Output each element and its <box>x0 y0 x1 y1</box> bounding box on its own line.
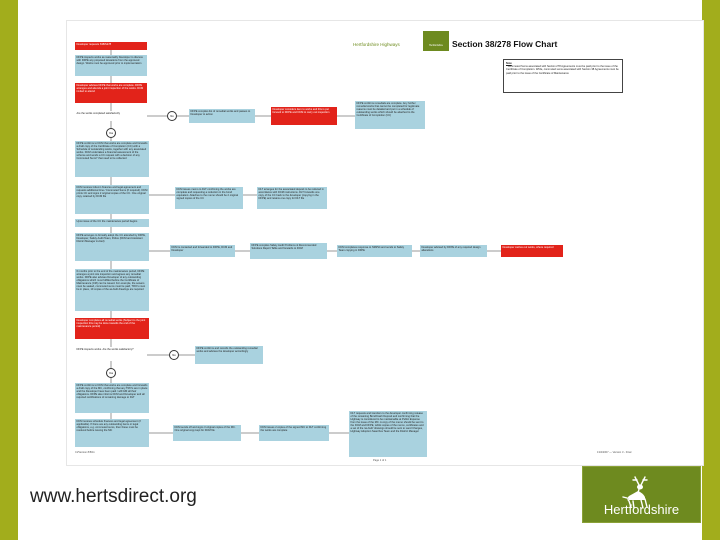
hertfordshire-logo: Hertfordshire <box>582 466 701 523</box>
step-dcm-response: DCM completes response to S38/S4 and sen… <box>337 245 412 257</box>
note-box: Note * Commuted Sums associated with Sec… <box>503 59 623 93</box>
step-developer-request: Developer requests S38/S278 <box>75 42 147 50</box>
step-dfpe-confirms-to-dcm: DFPE confirms to DCM that works are comp… <box>75 141 149 177</box>
flow-chart-page: Hertfordshire Highways Hertfordshire Sec… <box>66 20 704 466</box>
footer-date: 13/4/2007 — Version 3 - Final <box>597 451 632 454</box>
note-heading: Note <box>506 62 512 65</box>
step-safety-audit-report: DFPE compiles Safety Audit Problems & Re… <box>250 243 327 259</box>
label-yes-1: Yes <box>106 128 116 138</box>
step-maintenance-begins: Upon issue of the CC the maintenance per… <box>75 219 149 227</box>
step-dfpe-arranges-audit: DFPE arranges to formally adopt the CC a… <box>75 233 149 261</box>
label-no-2: No <box>169 350 179 360</box>
label-yes-2: Yes <box>106 368 116 378</box>
step-dlt-release-bond: DLT requests and transfers to the develo… <box>349 411 427 457</box>
logo-text: Hertfordshire <box>603 502 680 517</box>
hertfordshire-crest: Hertfordshire <box>423 31 449 51</box>
decision-works-satisfactory: DFPE inspects works. Are the works satis… <box>76 348 134 351</box>
brand-name: Hertfordshire Highways <box>353 42 400 47</box>
step-dfpe-inspects: DFPE inspects works as reasonably Develo… <box>75 55 147 76</box>
note-text: * Commuted Sums associated with Section … <box>506 65 619 75</box>
step-dcm-contacted: DCM is contacted and forwarded to DFPE, … <box>170 245 235 257</box>
step-developer-completes-remedials: Developer completes all remedial works (… <box>75 318 149 339</box>
footer-version: CI/Version 8/8/11 <box>75 451 95 454</box>
connector-lines <box>110 50 501 434</box>
decision-works-complete: Are the works completed satisfactorily <box>76 112 121 115</box>
step-dfpe-confirms-remedials: DFPE confirms remedials are complete. An… <box>355 101 425 129</box>
right-side-bar <box>702 0 720 540</box>
step-developer-considers: Developer considers item to works and th… <box>271 107 337 125</box>
step-remedial-list: DFPE compiles list of remedial works and… <box>189 109 255 123</box>
step-dfpe-draft-mc: DFPE confirms to DCM that works are comp… <box>75 383 149 413</box>
left-side-bar <box>0 0 18 540</box>
website-url: www.hertsdirect.org <box>30 486 197 507</box>
step-dcm-issues-memo: DCM issues memo to DLT confirming the wo… <box>175 187 243 209</box>
step-dlt-arranges: DLT arranges for the associated deposit … <box>257 187 327 209</box>
step-joint-site-inspection: 6 months prior to the end of the mainten… <box>75 269 149 311</box>
label-no-1: No <box>167 111 177 121</box>
step-design-alterations: Developer advised by DFPE of any require… <box>420 245 487 257</box>
step-dcm-reviews: DCM reviews Indemn finances and legal ag… <box>75 185 149 214</box>
stag-icon <box>622 476 648 509</box>
step-dcm-reviews-schedule: DCM reviews schedule finances and legal … <box>75 419 149 447</box>
crest-label: Hertfordshire <box>429 44 443 47</box>
step-dcm-signs-mc: DCM sends off and signs 3 original copie… <box>173 425 241 441</box>
step-developer-advises: Developer advises DFPE that works are co… <box>75 83 147 103</box>
step-dfpe-records-remedials: DFPE confirms and records the outstandin… <box>195 346 263 364</box>
footer-page: Page 1 of 1 <box>373 459 387 462</box>
step-developer-carries-out: Developer carries out works, where requi… <box>501 245 563 257</box>
flow-chart-title: Section 38/278 Flow Chart <box>452 39 558 49</box>
step-dcm-issues-mc: DCM issues 2 copies of the signed MC to … <box>259 425 329 441</box>
